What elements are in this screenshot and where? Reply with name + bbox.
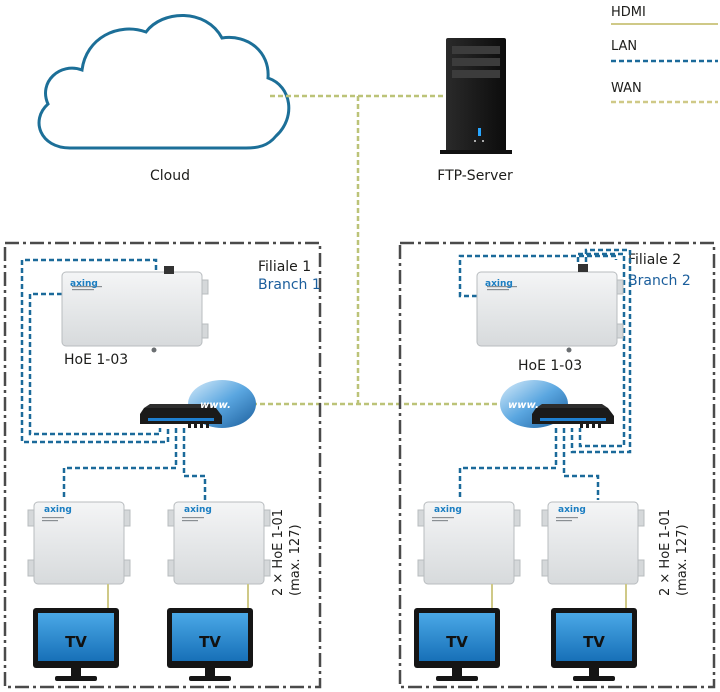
cloud-label: Cloud bbox=[150, 168, 190, 184]
branch1-router-icon bbox=[140, 380, 256, 428]
branch2-router-brand: www. bbox=[508, 400, 539, 411]
branch1-frame bbox=[3, 241, 322, 689]
branch2-receiver-1-brand: axing bbox=[434, 505, 462, 515]
branch1-tv-2-label: TV bbox=[199, 633, 221, 651]
branch1-receiver-caption-sub: (max. 127) bbox=[288, 524, 303, 596]
branch1-subtitle: Branch 1 bbox=[258, 277, 321, 293]
branch2-encoder-label: HoE 1-03 bbox=[518, 358, 582, 374]
ftp-server-icon bbox=[440, 38, 512, 154]
branch2-tv-1-label: TV bbox=[446, 633, 468, 651]
legend: HDMI LAN WAN bbox=[611, 5, 718, 104]
branch1-receiver-2-brand: axing bbox=[184, 505, 212, 515]
branch2-frame bbox=[398, 241, 716, 689]
branch2-hdmi-wiring bbox=[491, 584, 627, 610]
branch1-encoder-icon bbox=[61, 266, 209, 353]
branch2-receiver-caption-sub: (max. 127) bbox=[675, 524, 690, 596]
legend-lan-label: LAN bbox=[611, 39, 637, 54]
branch1-receiver-caption: 2 × HoE 1-01 bbox=[271, 509, 286, 596]
branch1-tv-1-label: TV bbox=[65, 633, 87, 651]
legend-wan-label: WAN bbox=[611, 81, 642, 96]
branch2-receiver-caption: 2 × HoE 1-01 bbox=[658, 509, 673, 596]
branch1-lan-wiring bbox=[20, 258, 207, 500]
branch2-receiver-2-brand: axing bbox=[558, 505, 586, 515]
wan-connections bbox=[252, 94, 512, 406]
branch2-subtitle: Branch 2 bbox=[628, 273, 691, 289]
branch1-title: Filiale 1 bbox=[258, 259, 311, 275]
branch1-encoder-label: HoE 1-03 bbox=[64, 352, 128, 368]
legend-hdmi-label: HDMI bbox=[611, 5, 646, 20]
branch1-router-brand: www. bbox=[200, 400, 231, 411]
branch1-receiver-1-brand: axing bbox=[44, 505, 72, 515]
branch1-encoder-brand: axing bbox=[70, 279, 98, 289]
branch2-encoder-icon bbox=[476, 264, 624, 353]
branch2-router-icon bbox=[500, 380, 614, 428]
ftp-server-label: FTP-Server bbox=[437, 168, 513, 184]
branch2-title: Filiale 2 bbox=[628, 252, 681, 268]
branch1-hdmi-wiring bbox=[107, 584, 249, 610]
cloud-icon bbox=[37, 14, 291, 150]
branch2-tv-2-label: TV bbox=[583, 633, 605, 651]
branch2-lan-wiring bbox=[458, 248, 632, 500]
branch2-encoder-brand: axing bbox=[485, 279, 513, 289]
